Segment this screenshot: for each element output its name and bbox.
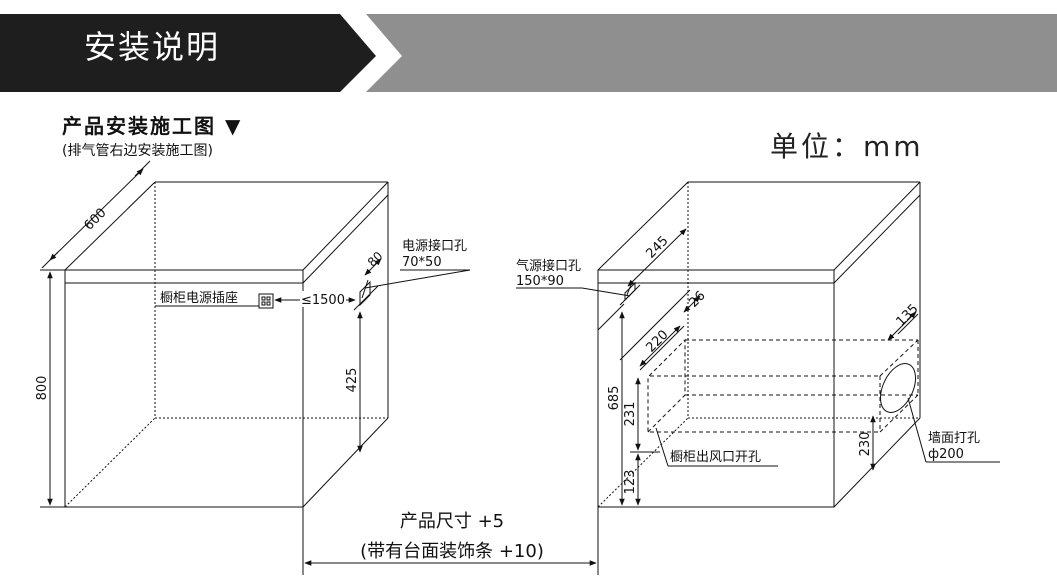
header-shapes (0, 14, 1057, 92)
left-cabinet-front (64, 269, 304, 508)
right-cabinet-front (597, 269, 835, 508)
header-chevron (352, 14, 406, 92)
socket-icon (258, 293, 274, 309)
right-vertical-dimensions (619, 311, 660, 506)
dim-26-dimension (683, 295, 701, 313)
power-hole (353, 279, 379, 311)
exhaust-duct (650, 339, 919, 433)
gas-hole-size: 150*90 (516, 274, 564, 289)
socket-distance-label: ≤1500 (301, 293, 345, 308)
dim-26-label: 26 (686, 288, 708, 310)
gas-depth-label: 245 (643, 233, 671, 261)
gap-label-1: 产品尺寸 +5 (400, 511, 504, 532)
left-depth-label: 600 (81, 205, 109, 233)
dim-123-label: 123 (623, 470, 638, 495)
wall-hole (880, 363, 916, 413)
gas-hole-leader (581, 287, 631, 297)
diagram-subtitle: (排气管右边安装施工图) (62, 143, 213, 159)
dim-685-label: 685 (607, 386, 622, 411)
left-cabinet (64, 181, 389, 508)
wall-hole-label: 墙面打孔 (928, 431, 980, 446)
dim-231-label: 231 (623, 402, 638, 427)
power-hole-height-label: 425 (345, 368, 360, 393)
unit-label: 单位：mm (770, 130, 924, 163)
left-height-dimension (40, 269, 65, 508)
socket-label: 橱柜电源插座 (160, 291, 238, 306)
power-hole-size: 70*50 (402, 255, 442, 270)
left-height-label: 800 (35, 376, 50, 401)
dim-230-label: 230 (858, 432, 873, 457)
page-title: 安装说明 (84, 28, 221, 66)
power-hole-leader (364, 269, 471, 289)
header-light-band (366, 14, 1057, 92)
outlet-leader (655, 427, 669, 467)
left-depth-dimension (41, 160, 151, 269)
wall-hole-leader (907, 397, 927, 463)
gap-label-2: (带有台面装饰条 +10) (360, 541, 544, 562)
dim-220-dimension (639, 325, 681, 367)
gas-hole (619, 281, 641, 306)
gap-dimension (302, 507, 599, 575)
power-hole-width-label: 80 (365, 249, 386, 270)
power-hole-width-dimension (364, 258, 382, 276)
power-hole-label: 电源接口孔 (402, 238, 467, 254)
dim-135-label: 135 (893, 301, 921, 329)
dim-135-dimension (887, 311, 917, 341)
gas-depth-dimension (627, 228, 687, 287)
outlet-label: 橱柜出风口开孔 (670, 450, 761, 465)
header-banner: 安装说明 (0, 0, 1057, 92)
wall-hole-size: ф200 (928, 447, 964, 462)
header-dark-band (0, 14, 376, 92)
gas-hole-label: 气源接口孔 (516, 258, 581, 274)
diagram-title: 产品安装施工图 ▼ (62, 114, 243, 138)
